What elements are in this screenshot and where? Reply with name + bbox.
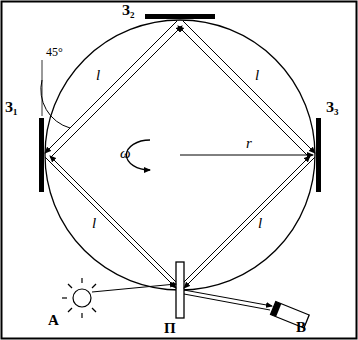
- radius-label: r: [246, 136, 252, 151]
- angle-leader: [42, 60, 43, 116]
- angular-velocity-label: ω: [120, 146, 131, 161]
- radius-line: [180, 155, 313, 156]
- light-rays: [45, 21, 315, 310]
- angle-arc: [41, 80, 70, 128]
- light-source: [62, 278, 96, 318]
- beam-splitter: [176, 262, 184, 318]
- mirror-left: [39, 118, 44, 192]
- length-label: l: [255, 68, 259, 83]
- source-label: A: [48, 313, 59, 328]
- angle-label: 45°: [46, 46, 63, 58]
- mirror-top: [145, 14, 215, 19]
- length-label: l: [92, 216, 96, 231]
- length-label: l: [258, 216, 262, 231]
- mirror-label: З₂: [122, 3, 134, 18]
- splitter-label: П: [164, 321, 176, 336]
- rotating-disk: [45, 20, 315, 290]
- length-label: l: [96, 68, 100, 83]
- mirror-right: [316, 118, 321, 192]
- mirror-label: З₁: [5, 100, 17, 115]
- mirror-label: З₃: [326, 100, 338, 115]
- detector-label: B: [296, 320, 306, 335]
